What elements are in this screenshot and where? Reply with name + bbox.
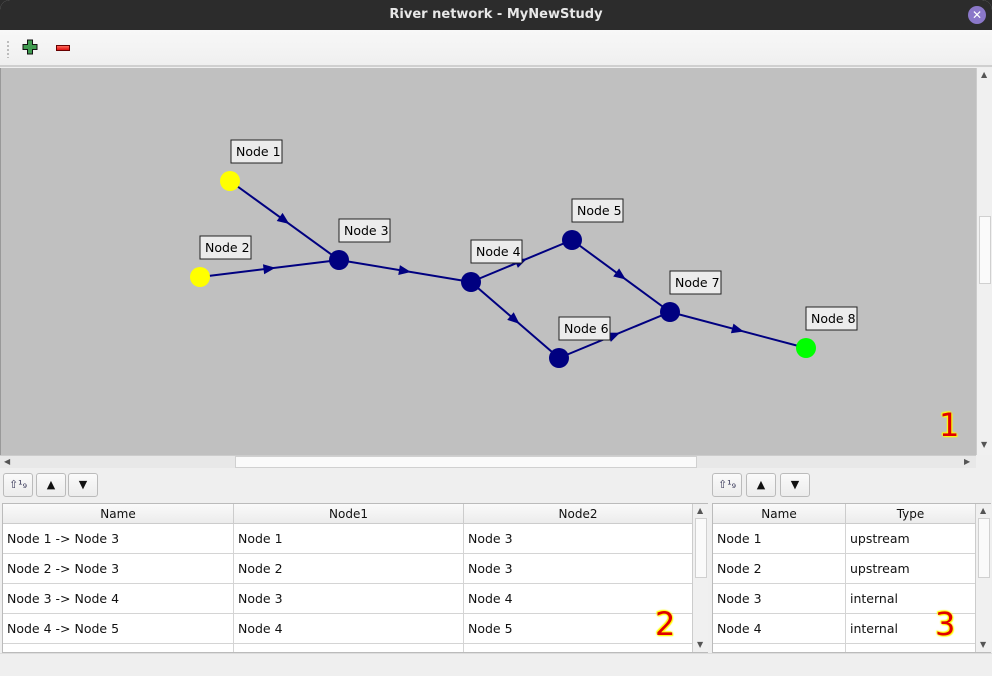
node-label: Node 4 xyxy=(476,244,521,259)
node-label-box xyxy=(470,239,523,264)
close-icon[interactable]: ✕ xyxy=(968,6,986,24)
plus-icon[interactable] xyxy=(22,39,38,55)
column-header-type[interactable]: Type xyxy=(846,504,976,524)
node-label-box xyxy=(571,198,624,223)
status-bar xyxy=(0,653,992,676)
nodes-table-scrollbar[interactable]: ▲ ▼ xyxy=(975,504,991,652)
table-cell[interactable]: upstream xyxy=(846,524,976,554)
nodes-move-up-button[interactable]: ▲ xyxy=(746,473,776,497)
column-header-node1[interactable]: Node1 xyxy=(234,504,464,524)
nodes-sort-button[interactable]: ⇧¹₉ xyxy=(712,473,742,497)
table-cell[interactable]: Node 3 xyxy=(713,584,846,614)
table-cell[interactable]: Node 4 -> Node 5 xyxy=(3,614,234,644)
nodes-move-down-button[interactable]: ▼ xyxy=(780,473,810,497)
sort-icon: ⇧¹₉ xyxy=(8,478,28,491)
node-label: Node 7 xyxy=(675,275,720,290)
graph-node[interactable] xyxy=(562,230,582,250)
edge-arrow xyxy=(262,264,276,275)
sort-button[interactable]: ⇧¹₉ xyxy=(3,473,33,497)
column-header-name[interactable]: Name xyxy=(713,504,846,524)
table-cell[interactable]: internal xyxy=(846,584,976,614)
graph-node[interactable] xyxy=(190,267,210,287)
move-up-button[interactable]: ▲ xyxy=(36,473,66,497)
edge-arrow xyxy=(507,312,520,324)
canvas-horizontal-scrollbar[interactable]: ◀ ▶ xyxy=(0,455,976,468)
table-cell[interactable]: Node 2 -> Node 3 xyxy=(3,554,234,584)
graph-node[interactable] xyxy=(796,338,816,358)
table-cell[interactable]: Node 2 xyxy=(234,554,464,584)
scroll-thumb[interactable] xyxy=(695,518,707,578)
table-cell[interactable]: Node 3 xyxy=(234,584,464,614)
edge-arrow xyxy=(276,212,290,225)
table-cell[interactable] xyxy=(846,644,976,652)
edge-arrow xyxy=(613,268,626,280)
table-cell[interactable]: internal xyxy=(846,614,976,644)
move-down-button[interactable]: ▼ xyxy=(68,473,98,497)
network-canvas[interactable]: Node 1 Node 2 Node 3 Node 4 Node 5 Node 6 Node… xyxy=(0,68,976,455)
table-cell[interactable]: Node 4 xyxy=(234,614,464,644)
node-label-box xyxy=(230,139,283,164)
node-label: Node 1 xyxy=(236,144,281,159)
arrow-down-icon: ▼ xyxy=(78,478,88,491)
graph-node[interactable] xyxy=(329,250,349,270)
table-cell[interactable]: Node 3 -> Node 4 xyxy=(3,584,234,614)
node-label-box xyxy=(558,316,611,341)
table-cell[interactable]: Node 1 xyxy=(713,524,846,554)
edge-arrow xyxy=(398,265,411,275)
scroll-thumb[interactable] xyxy=(979,216,991,284)
scroll-thumb[interactable] xyxy=(978,518,990,578)
table-cell[interactable] xyxy=(3,644,234,652)
table-cell[interactable] xyxy=(464,644,693,652)
table-cell[interactable]: Node 4 xyxy=(713,614,846,644)
graph-node[interactable] xyxy=(461,272,481,292)
node-label-box xyxy=(199,235,252,260)
node-label: Node 5 xyxy=(577,203,622,218)
arrow-up-icon: ▲ xyxy=(46,478,56,491)
network-graph[interactable]: Node 1 Node 2 Node 3 Node 4 Node 5 Node 6 Node… xyxy=(1,68,977,455)
arrow-down-icon: ▼ xyxy=(790,478,800,491)
node-label: Node 8 xyxy=(811,311,856,326)
column-header-name[interactable]: Name xyxy=(3,504,234,524)
title-bar: River network - MyNewStudy ✕ xyxy=(0,0,992,30)
marker-3: 3 xyxy=(935,605,956,643)
table-cell[interactable]: Node 3 xyxy=(464,554,693,584)
table-cell[interactable]: Node 3 xyxy=(464,524,693,554)
table-cell[interactable]: Node 2 xyxy=(713,554,846,584)
graph-node[interactable] xyxy=(660,302,680,322)
node-label: Node 3 xyxy=(344,223,389,238)
node-label-box xyxy=(338,218,391,243)
toolbar xyxy=(0,30,992,67)
edges-table-scrollbar[interactable]: ▲ ▼ xyxy=(692,504,708,652)
graph-node[interactable] xyxy=(220,171,240,191)
marker-2: 2 xyxy=(655,605,676,643)
table-cell[interactable]: Node 1 xyxy=(234,524,464,554)
table-cell[interactable] xyxy=(713,644,846,652)
edge-arrow xyxy=(730,323,744,334)
node-label-box xyxy=(669,270,722,295)
window-title: River network - MyNewStudy xyxy=(389,7,603,22)
toolbar-grip[interactable] xyxy=(6,40,10,58)
table-cell[interactable] xyxy=(234,644,464,652)
scroll-thumb[interactable] xyxy=(235,456,697,468)
arrow-up-icon: ▲ xyxy=(756,478,766,491)
node-label-box xyxy=(805,306,858,331)
node-label: Node 6 xyxy=(564,321,609,336)
table-cell[interactable]: upstream xyxy=(846,554,976,584)
marker-1: 1 xyxy=(939,406,960,444)
column-header-node2[interactable]: Node2 xyxy=(464,504,693,524)
canvas-vertical-scrollbar[interactable]: ▲ ▼ xyxy=(976,68,992,455)
minus-icon[interactable] xyxy=(56,45,70,51)
graph-node[interactable] xyxy=(549,348,569,368)
sort-icon: ⇧¹₉ xyxy=(717,478,737,491)
node-label: Node 2 xyxy=(205,240,250,255)
table-cell[interactable]: Node 1 -> Node 3 xyxy=(3,524,234,554)
